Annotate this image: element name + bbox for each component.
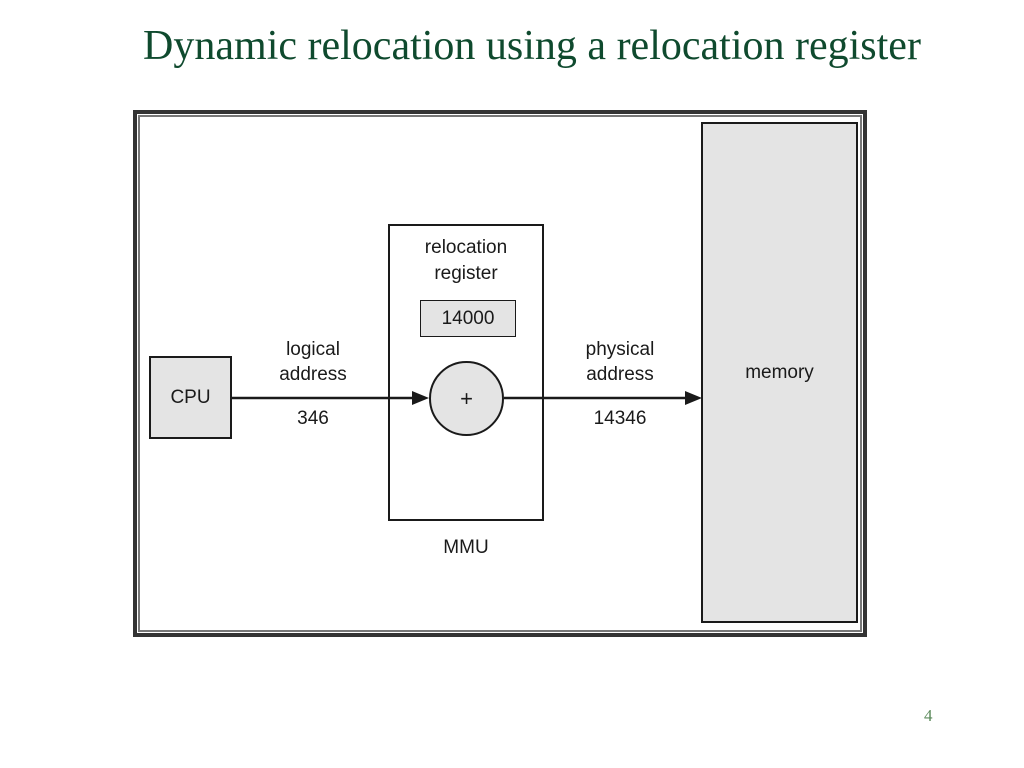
- relocation-register-title-line2: register: [434, 263, 498, 284]
- logical-address-label-line1: logical: [286, 339, 340, 360]
- slide-title: Dynamic relocation using a relocation re…: [143, 23, 921, 69]
- page-number: 4: [924, 706, 933, 725]
- physical-address-label-line1: physical: [585, 339, 655, 360]
- physical-address-value: 14346: [593, 408, 647, 429]
- logical-address-arrowhead-icon: [412, 391, 429, 405]
- physical-address-label-line2: address: [586, 364, 654, 385]
- memory-label: memory: [745, 362, 814, 383]
- relocation-register-value: 14000: [441, 308, 495, 329]
- diagram-frame-inner: [138, 115, 862, 632]
- memory-box: memory: [701, 122, 858, 623]
- physical-address-arrowhead-icon: [685, 391, 702, 405]
- relocation-register-box: 14000: [420, 300, 516, 337]
- logical-address-value: 346: [297, 408, 329, 429]
- cpu-box: CPU: [149, 356, 232, 439]
- relocation-register-title-line1: relocation: [424, 237, 508, 258]
- logical-address-label-line2: address: [279, 364, 347, 385]
- mmu-label: MMU: [443, 537, 489, 558]
- plus-icon: +: [460, 386, 473, 411]
- cpu-label: CPU: [170, 387, 211, 408]
- adder-circle: +: [429, 361, 504, 436]
